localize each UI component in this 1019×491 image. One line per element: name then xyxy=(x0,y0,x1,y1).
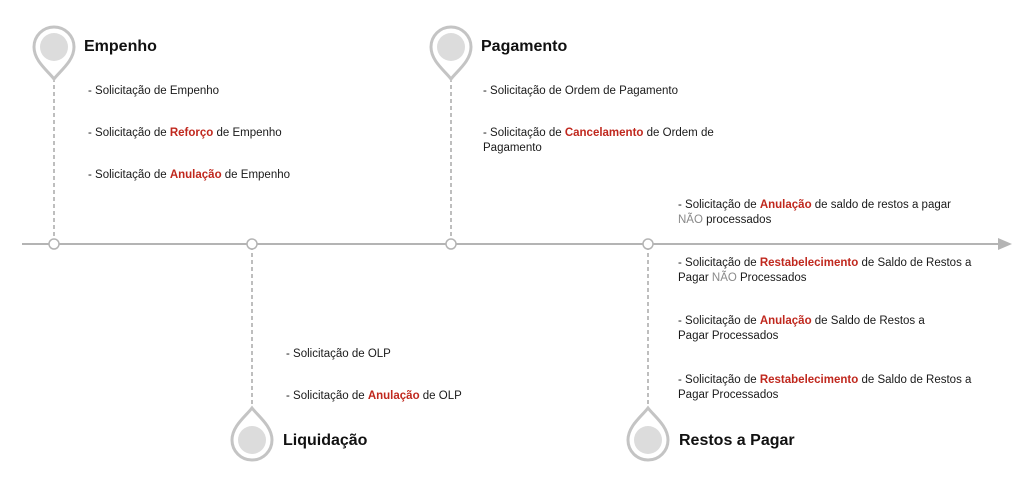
item-text: - Solicitação de Empenho xyxy=(88,85,220,97)
stage-title-empenho: Empenho xyxy=(84,38,157,55)
item-muted-text: NÃO xyxy=(711,272,737,284)
timeline-node-empenho xyxy=(48,238,60,250)
map-pin-icon xyxy=(626,405,670,462)
item-text: - Solicitação de OLP xyxy=(286,348,391,360)
map-pin-icon xyxy=(32,25,76,82)
item-text: de saldo de restos a pagar xyxy=(811,199,951,211)
item-text: de Empenho xyxy=(221,169,291,181)
item-text: Pagar xyxy=(678,272,712,284)
list-item: - Solicitação de Restabelecimento de Sal… xyxy=(678,373,971,403)
item-highlight: Restabelecimento xyxy=(759,257,859,269)
item-text: de Saldo de Restos a xyxy=(811,315,925,327)
item-text: - Solicitação de xyxy=(88,169,170,181)
item-highlight: Reforço xyxy=(169,127,214,139)
timeline-node-pagamento xyxy=(445,238,457,250)
list-item: - Solicitação de Empenho xyxy=(88,84,219,99)
stage-title-restos: Restos a Pagar xyxy=(679,432,795,449)
item-text: Pagamento xyxy=(483,142,542,154)
timeline-node-restos xyxy=(642,238,654,250)
item-text: de Empenho xyxy=(213,127,282,139)
list-item: - Solicitação de Cancelamento de Ordem d… xyxy=(483,126,714,156)
item-text: - Solicitação de xyxy=(678,315,760,327)
item-text: processados xyxy=(702,214,772,226)
item-text: de Ordem de xyxy=(643,127,714,139)
item-highlight: Anulação xyxy=(169,169,222,181)
item-text: - Solicitação de xyxy=(678,257,760,269)
timeline-node-liquidacao xyxy=(246,238,258,250)
item-text: Processados xyxy=(736,272,807,284)
item-text: Pagar Processados xyxy=(678,330,779,342)
stage-title-liquidacao: Liquidação xyxy=(283,432,368,449)
list-item: - Solicitação de Ordem de Pagamento xyxy=(483,84,678,99)
list-item: - Solicitação de Anulação de OLP xyxy=(286,389,462,404)
item-text: - Solicitação de xyxy=(678,199,760,211)
item-highlight: Cancelamento xyxy=(564,127,644,139)
item-highlight: Anulação xyxy=(759,199,812,211)
item-text: - Solicitação de xyxy=(286,390,368,402)
item-highlight: Anulação xyxy=(367,390,420,402)
list-item: - Solicitação de Anulação de Saldo de Re… xyxy=(678,314,925,344)
map-pin-icon xyxy=(429,25,473,82)
item-text: de Saldo de Restos a xyxy=(858,257,972,269)
list-item: - Solicitação de Anulação de saldo de re… xyxy=(678,198,951,228)
list-item: - Solicitação de Anulação de Empenho xyxy=(88,168,290,183)
list-item: - Solicitação de Restabelecimento de Sal… xyxy=(678,256,971,286)
item-text: de Saldo de Restos a xyxy=(858,374,972,386)
map-pin-icon xyxy=(230,405,274,462)
item-highlight: Restabelecimento xyxy=(759,374,859,386)
item-text: - Solicitação de xyxy=(483,127,565,139)
item-text: Pagar Processados xyxy=(678,389,779,401)
item-highlight: Anulação xyxy=(759,315,812,327)
list-item: - Solicitação de Reforço de Empenho xyxy=(88,126,282,141)
stage-title-pagamento: Pagamento xyxy=(481,38,568,55)
item-muted-text: NÃO xyxy=(678,214,703,226)
list-item: - Solicitação de OLP xyxy=(286,347,391,362)
item-text: - Solicitação de xyxy=(678,374,760,386)
item-text: - Solicitação de Ordem de Pagamento xyxy=(483,85,678,97)
item-text: - Solicitação de xyxy=(88,127,170,139)
item-text: de OLP xyxy=(419,390,462,402)
axis-arrowhead xyxy=(998,238,1012,250)
